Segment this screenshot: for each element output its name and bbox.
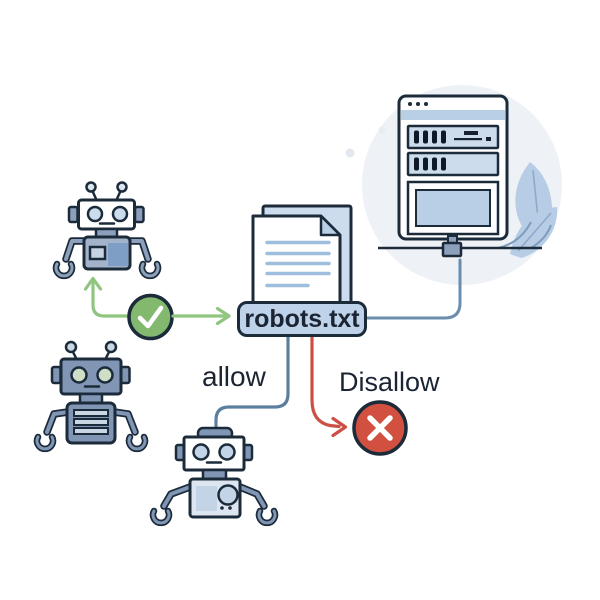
arrow-red-icon [310, 335, 348, 438]
robots-txt-badge: robots.txt [237, 301, 367, 337]
server-connection-line [366, 258, 462, 320]
check-circle-icon [127, 293, 174, 341]
x-icon [367, 415, 393, 441]
cross-circle-icon [352, 400, 408, 456]
robot-allowed-icon [149, 426, 279, 527]
arrow-right-icon [171, 306, 231, 326]
allow-path-line [214, 335, 290, 433]
document-text-lines [265, 240, 331, 288]
plug-icon [441, 235, 463, 258]
robot-bottom-left-icon [33, 340, 149, 453]
plant-leaf-icon [497, 162, 558, 258]
robots-txt-badge-text: robots.txt [244, 304, 360, 333]
web-server-icon [397, 94, 509, 258]
disallow-label: Disallow [339, 367, 440, 397]
allow-label: allow [202, 361, 266, 392]
arrow-up-icon [83, 276, 131, 318]
check-icon [137, 305, 164, 329]
robot-crawler-top-icon [52, 181, 162, 280]
